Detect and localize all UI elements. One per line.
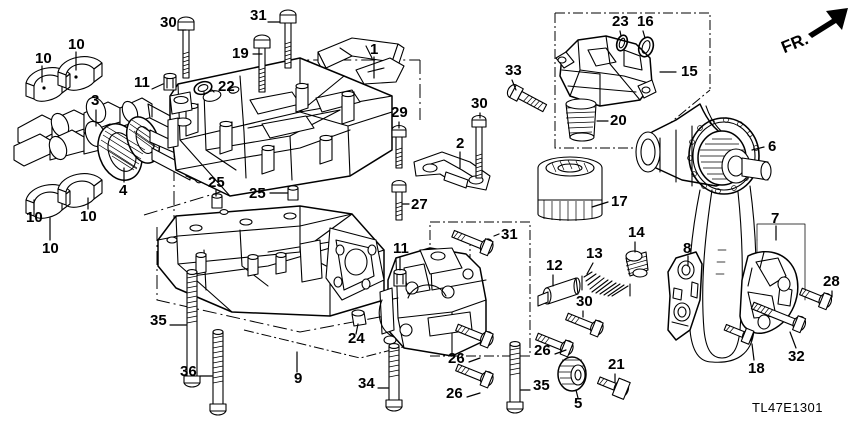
callout-11-b: 11	[393, 240, 409, 257]
callout-27: 27	[411, 196, 428, 213]
callout-32: 32	[788, 348, 805, 365]
callout-26-b: 26	[448, 350, 465, 367]
callout-10-a: 10	[35, 50, 52, 67]
callout-35-b: 35	[533, 377, 550, 394]
relief-valve-parts	[537, 250, 649, 307]
oil-pump-body	[378, 247, 487, 357]
o-ring-large	[637, 36, 655, 58]
callout-11-a: 11	[134, 74, 150, 91]
callout-13: 13	[586, 245, 603, 262]
oil-filter-cartridge	[537, 156, 603, 221]
oil-passage-plate	[413, 151, 491, 191]
callout-21: 21	[608, 356, 625, 373]
callout-10-c: 10	[26, 209, 43, 226]
callout-20: 20	[610, 112, 627, 129]
callout-16: 16	[637, 13, 654, 30]
balancer-holder-upper	[167, 37, 405, 197]
callout-33: 33	[505, 62, 522, 79]
callout-26-c: 26	[446, 385, 463, 402]
diagram-code: TL47E1301	[752, 400, 823, 415]
bearing-caps	[25, 56, 103, 219]
callout-23: 23	[612, 13, 629, 30]
callout-2: 2	[456, 135, 465, 152]
callout-10-d: 10	[80, 208, 97, 225]
balancer-shafts-assembly	[13, 96, 203, 184]
callout-1: 1	[370, 41, 379, 58]
callout-4: 4	[119, 182, 128, 199]
filter-stud	[565, 98, 597, 142]
callout-10-e: 10	[42, 240, 59, 257]
spring	[581, 271, 631, 297]
callout-35-a: 35	[150, 312, 167, 329]
chain-guide	[667, 251, 703, 341]
callout-15: 15	[681, 63, 698, 80]
callout-26-a: 26	[534, 342, 551, 359]
callout-leaders	[33, 21, 833, 399]
callout-28: 28	[823, 273, 840, 290]
oil-filter-base	[555, 34, 657, 142]
dowel-pins	[163, 72, 407, 327]
balancer-drive-sprocket	[635, 103, 772, 363]
callout-3: 3	[91, 92, 100, 109]
callout-34: 34	[358, 375, 375, 392]
callout-5: 5	[574, 395, 583, 412]
callout-17: 17	[611, 193, 628, 210]
oil-pump-drive-gear	[557, 356, 587, 392]
chain-tensioner-arm	[739, 251, 799, 334]
callout-7: 7	[771, 210, 780, 227]
callout-19: 19	[232, 45, 249, 62]
callout-22: 22	[218, 78, 235, 95]
callout-9: 9	[294, 370, 303, 387]
callout-25-b: 25	[249, 185, 266, 202]
callout-30-b: 30	[471, 95, 488, 112]
callout-18: 18	[748, 360, 765, 377]
callout-30: 30	[160, 14, 177, 31]
callout-29: 29	[391, 104, 408, 121]
callout-36: 36	[180, 363, 197, 380]
callout-30-c: 30	[576, 293, 593, 310]
arrow-up-right-icon	[808, 8, 848, 38]
callout-10-b: 10	[68, 36, 85, 53]
callout-31-b: 31	[501, 226, 518, 243]
callout-24: 24	[348, 330, 365, 347]
callout-12: 12	[546, 257, 563, 274]
callout-8: 8	[683, 240, 692, 257]
balancer-housing-lower	[157, 205, 385, 317]
relief-valve-cap	[625, 250, 649, 278]
callout-6: 6	[768, 138, 777, 155]
o-ring-small	[615, 34, 629, 52]
callout-14: 14	[628, 224, 645, 241]
bolts	[177, 9, 833, 416]
callout-25-a: 25	[208, 174, 225, 191]
callout-31: 31	[250, 7, 267, 24]
